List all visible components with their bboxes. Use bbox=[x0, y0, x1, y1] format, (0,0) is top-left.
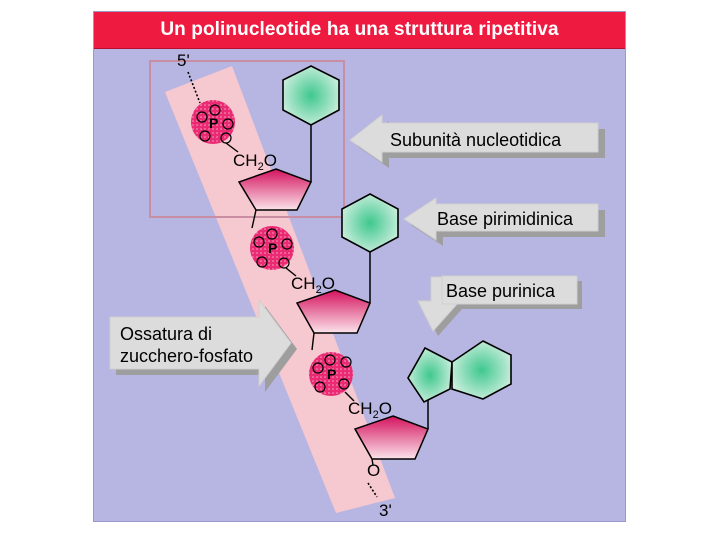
subunit-arrow: Subunità nucleotidica bbox=[349, 113, 605, 168]
backbone-arrow: Ossatura di zucchero-fosfato bbox=[109, 298, 297, 392]
bond-line bbox=[285, 267, 297, 277]
sugar-ring bbox=[295, 289, 372, 334]
pyrimidine-arrow: Base pirimidinica bbox=[403, 197, 605, 246]
backbone-label-line1: Ossatura di bbox=[120, 324, 212, 344]
ch2-group: CH2O bbox=[348, 399, 392, 421]
title-bar bbox=[94, 12, 625, 49]
bond-line bbox=[311, 332, 315, 351]
pyrimidine-base bbox=[282, 65, 340, 126]
svg-text:CH2O: CH2O bbox=[233, 151, 277, 173]
svg-text:CH2O: CH2O bbox=[348, 399, 392, 421]
phosphate-group: P bbox=[250, 226, 294, 270]
sugar-ring bbox=[237, 168, 313, 211]
purine-base bbox=[407, 340, 512, 404]
three-prime-line bbox=[367, 482, 378, 498]
bond-line bbox=[251, 209, 257, 229]
backbone-band bbox=[165, 66, 395, 513]
slide-title: Un polinucleotide ha una struttura ripet… bbox=[160, 19, 559, 40]
pyrimidine-label: Base pirimidinica bbox=[437, 209, 574, 229]
sugar-oxygen-label: O bbox=[367, 461, 380, 480]
phosphorus-letter: P bbox=[268, 240, 277, 256]
bond-line bbox=[371, 458, 374, 466]
svg-text:CH2O: CH2O bbox=[291, 274, 335, 296]
backbone-label-line2: zucchero-fosfato bbox=[120, 346, 253, 366]
bond-line bbox=[344, 391, 355, 402]
five-prime-label: 5' bbox=[177, 51, 190, 70]
phosphate-group: P bbox=[309, 352, 353, 396]
phosphate-group: P bbox=[191, 100, 235, 144]
ch2-group: CH2O bbox=[291, 274, 335, 296]
bond-line bbox=[225, 142, 239, 153]
subunit-label: Subunità nucleotidica bbox=[390, 130, 562, 150]
five-prime-line bbox=[187, 71, 201, 104]
pyrimidine-base bbox=[341, 193, 399, 253]
three-prime-label: 3' bbox=[379, 501, 392, 520]
purine-label: Base purinica bbox=[446, 281, 556, 301]
sugar-ring bbox=[353, 415, 430, 460]
purine-arrow: Base purinica bbox=[417, 275, 582, 336]
phosphorus-letter: P bbox=[209, 115, 218, 131]
phosphorus-letter: P bbox=[327, 366, 336, 382]
ch2-group: CH2O bbox=[233, 151, 277, 173]
subunit-box bbox=[149, 60, 345, 218]
